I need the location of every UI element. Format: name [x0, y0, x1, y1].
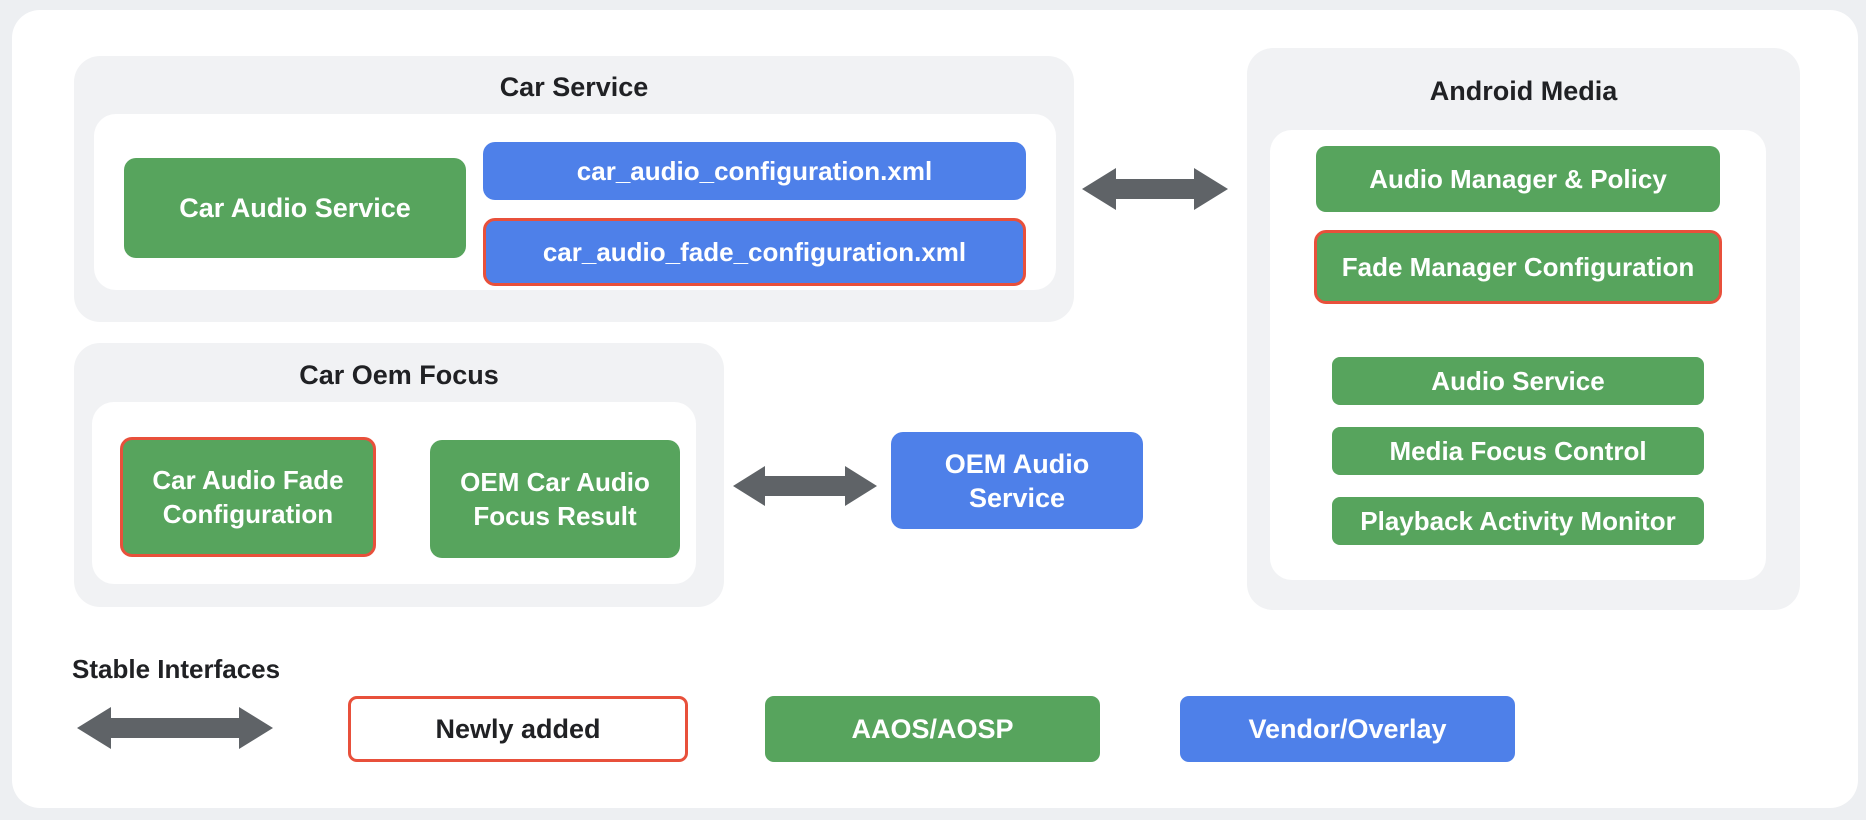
- android-media-title: Android Media: [1429, 76, 1618, 106]
- car-audio-configuration-xml-box: car_audio_configuration.xml: [483, 142, 1026, 200]
- double-arrow-icon: [733, 466, 877, 506]
- playback-activity-monitor-box: Playback Activity Monitor: [1332, 497, 1704, 545]
- car-audio-service-box: Car Audio Service: [124, 158, 466, 258]
- legend-vendor-overlay-label: Vendor/Overlay: [1248, 713, 1447, 744]
- stable-interfaces-label: Stable Interfaces: [72, 654, 281, 684]
- fade-manager-configuration-box: Fade Manager Configuration: [1314, 230, 1722, 304]
- audio-service-label: Audio Service: [1431, 366, 1605, 396]
- legend-aaos-aosp-label: AAOS/AOSP: [851, 713, 1014, 744]
- oem-car-audio-focus-result-box: OEM Car Audio Focus Result: [430, 440, 680, 558]
- audio-manager-policy-box: Audio Manager & Policy: [1316, 146, 1720, 212]
- audio-manager-policy-label: Audio Manager & Policy: [1369, 164, 1667, 194]
- car-audio-service-label: Car Audio Service: [179, 193, 411, 223]
- media-focus-control-box: Media Focus Control: [1332, 427, 1704, 475]
- double-arrow-icon: [1082, 168, 1228, 210]
- legend-newly-added-box: Newly added: [348, 696, 688, 762]
- car-audio-fade-configuration-box: Car Audio Fade Configuration: [120, 437, 376, 557]
- media-focus-control-label: Media Focus Control: [1389, 436, 1647, 466]
- car-audio-fade-configuration-xml-label: car_audio_fade_configuration.xml: [542, 237, 967, 267]
- car-service-title: Car Service: [499, 72, 649, 102]
- legend-aaos-aosp-box: AAOS/AOSP: [765, 696, 1100, 762]
- oem-audio-service-label: OEM Audio Service: [944, 448, 1090, 513]
- legend-newly-added-label: Newly added: [435, 713, 601, 744]
- car-audio-fade-configuration-label: Car Audio Fade Configuration: [152, 465, 344, 529]
- car-audio-configuration-xml-label: car_audio_configuration.xml: [576, 156, 933, 186]
- double-arrow-icon: [77, 707, 273, 749]
- car-oem-focus-title: Car Oem Focus: [299, 360, 499, 390]
- playback-activity-monitor-label: Playback Activity Monitor: [1360, 506, 1676, 536]
- oem-car-audio-focus-result-label: OEM Car Audio Focus Result: [460, 467, 650, 531]
- oem-audio-service-box: OEM Audio Service: [891, 432, 1143, 529]
- legend-vendor-overlay-box: Vendor/Overlay: [1180, 696, 1515, 762]
- audio-service-box: Audio Service: [1332, 357, 1704, 405]
- car-audio-fade-configuration-xml-box: car_audio_fade_configuration.xml: [483, 218, 1026, 286]
- fade-manager-configuration-label: Fade Manager Configuration: [1341, 252, 1695, 282]
